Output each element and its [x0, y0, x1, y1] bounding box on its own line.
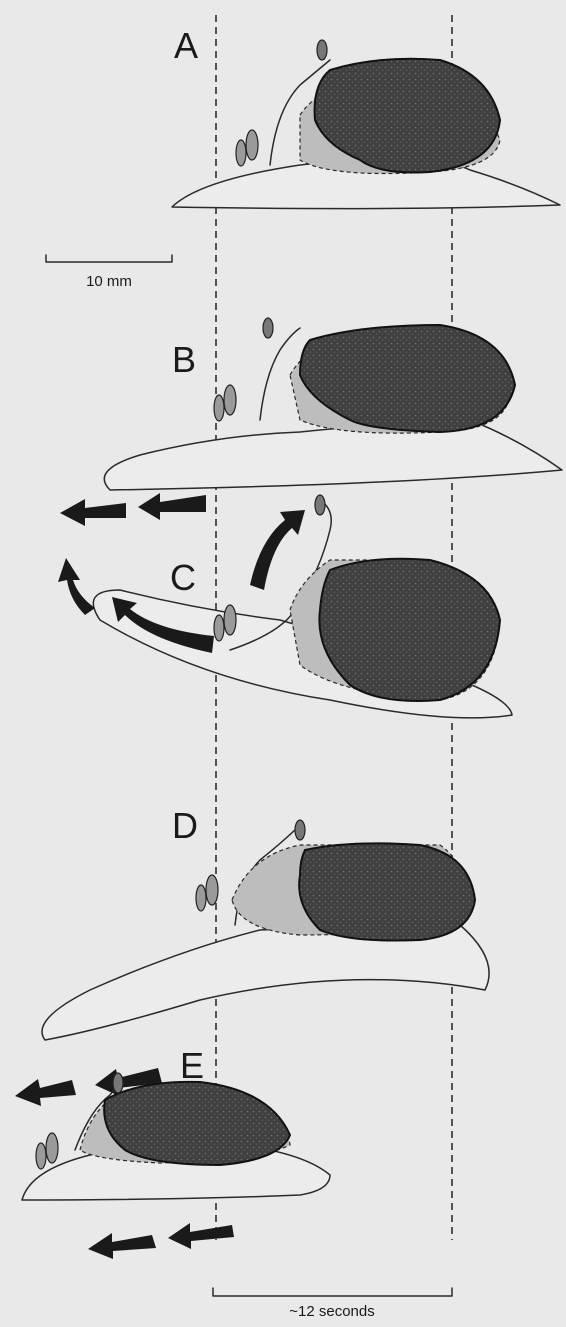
time-bar: ~12 seconds: [213, 1288, 452, 1320]
curl-arrow: [58, 558, 95, 615]
panel-c: C: [58, 495, 512, 718]
panel-label-b: B: [172, 339, 196, 380]
eye-stalk: [295, 820, 305, 840]
lift-arrow: [250, 510, 305, 590]
eye-stalk: [315, 495, 325, 515]
eye-stalk: [317, 40, 327, 60]
panel-b: B: [60, 318, 562, 526]
eye-stalk: [113, 1073, 123, 1093]
panel-e: E: [15, 1045, 330, 1259]
motion-arrow: [60, 499, 126, 526]
panel-label-a: A: [174, 25, 198, 66]
snail-shell: [104, 1082, 290, 1165]
snail-foot: [42, 925, 489, 1040]
time-bar-label: ~12 seconds: [289, 1303, 374, 1320]
panel-label-c: C: [170, 557, 196, 598]
snail-foot: [104, 420, 562, 490]
tentacles: [236, 130, 258, 166]
panel-label-d: D: [172, 805, 198, 846]
snail-shell: [319, 559, 500, 701]
panel-a: A: [172, 25, 560, 209]
scale-bar-label: 10 mm: [86, 273, 132, 290]
panel-d: D: [42, 805, 489, 1040]
panel-label-e: E: [180, 1045, 204, 1086]
motion-arrow: [15, 1079, 76, 1106]
motion-arrow: [138, 493, 206, 520]
motion-arrow: [168, 1223, 234, 1249]
scale-bar: 10 mm: [46, 255, 172, 290]
tentacles: [214, 385, 236, 421]
motion-arrow: [88, 1233, 156, 1259]
tentacles: [196, 875, 218, 911]
snail-shell: [299, 843, 475, 940]
tentacles: [36, 1133, 58, 1169]
eye-stalk: [263, 318, 273, 338]
